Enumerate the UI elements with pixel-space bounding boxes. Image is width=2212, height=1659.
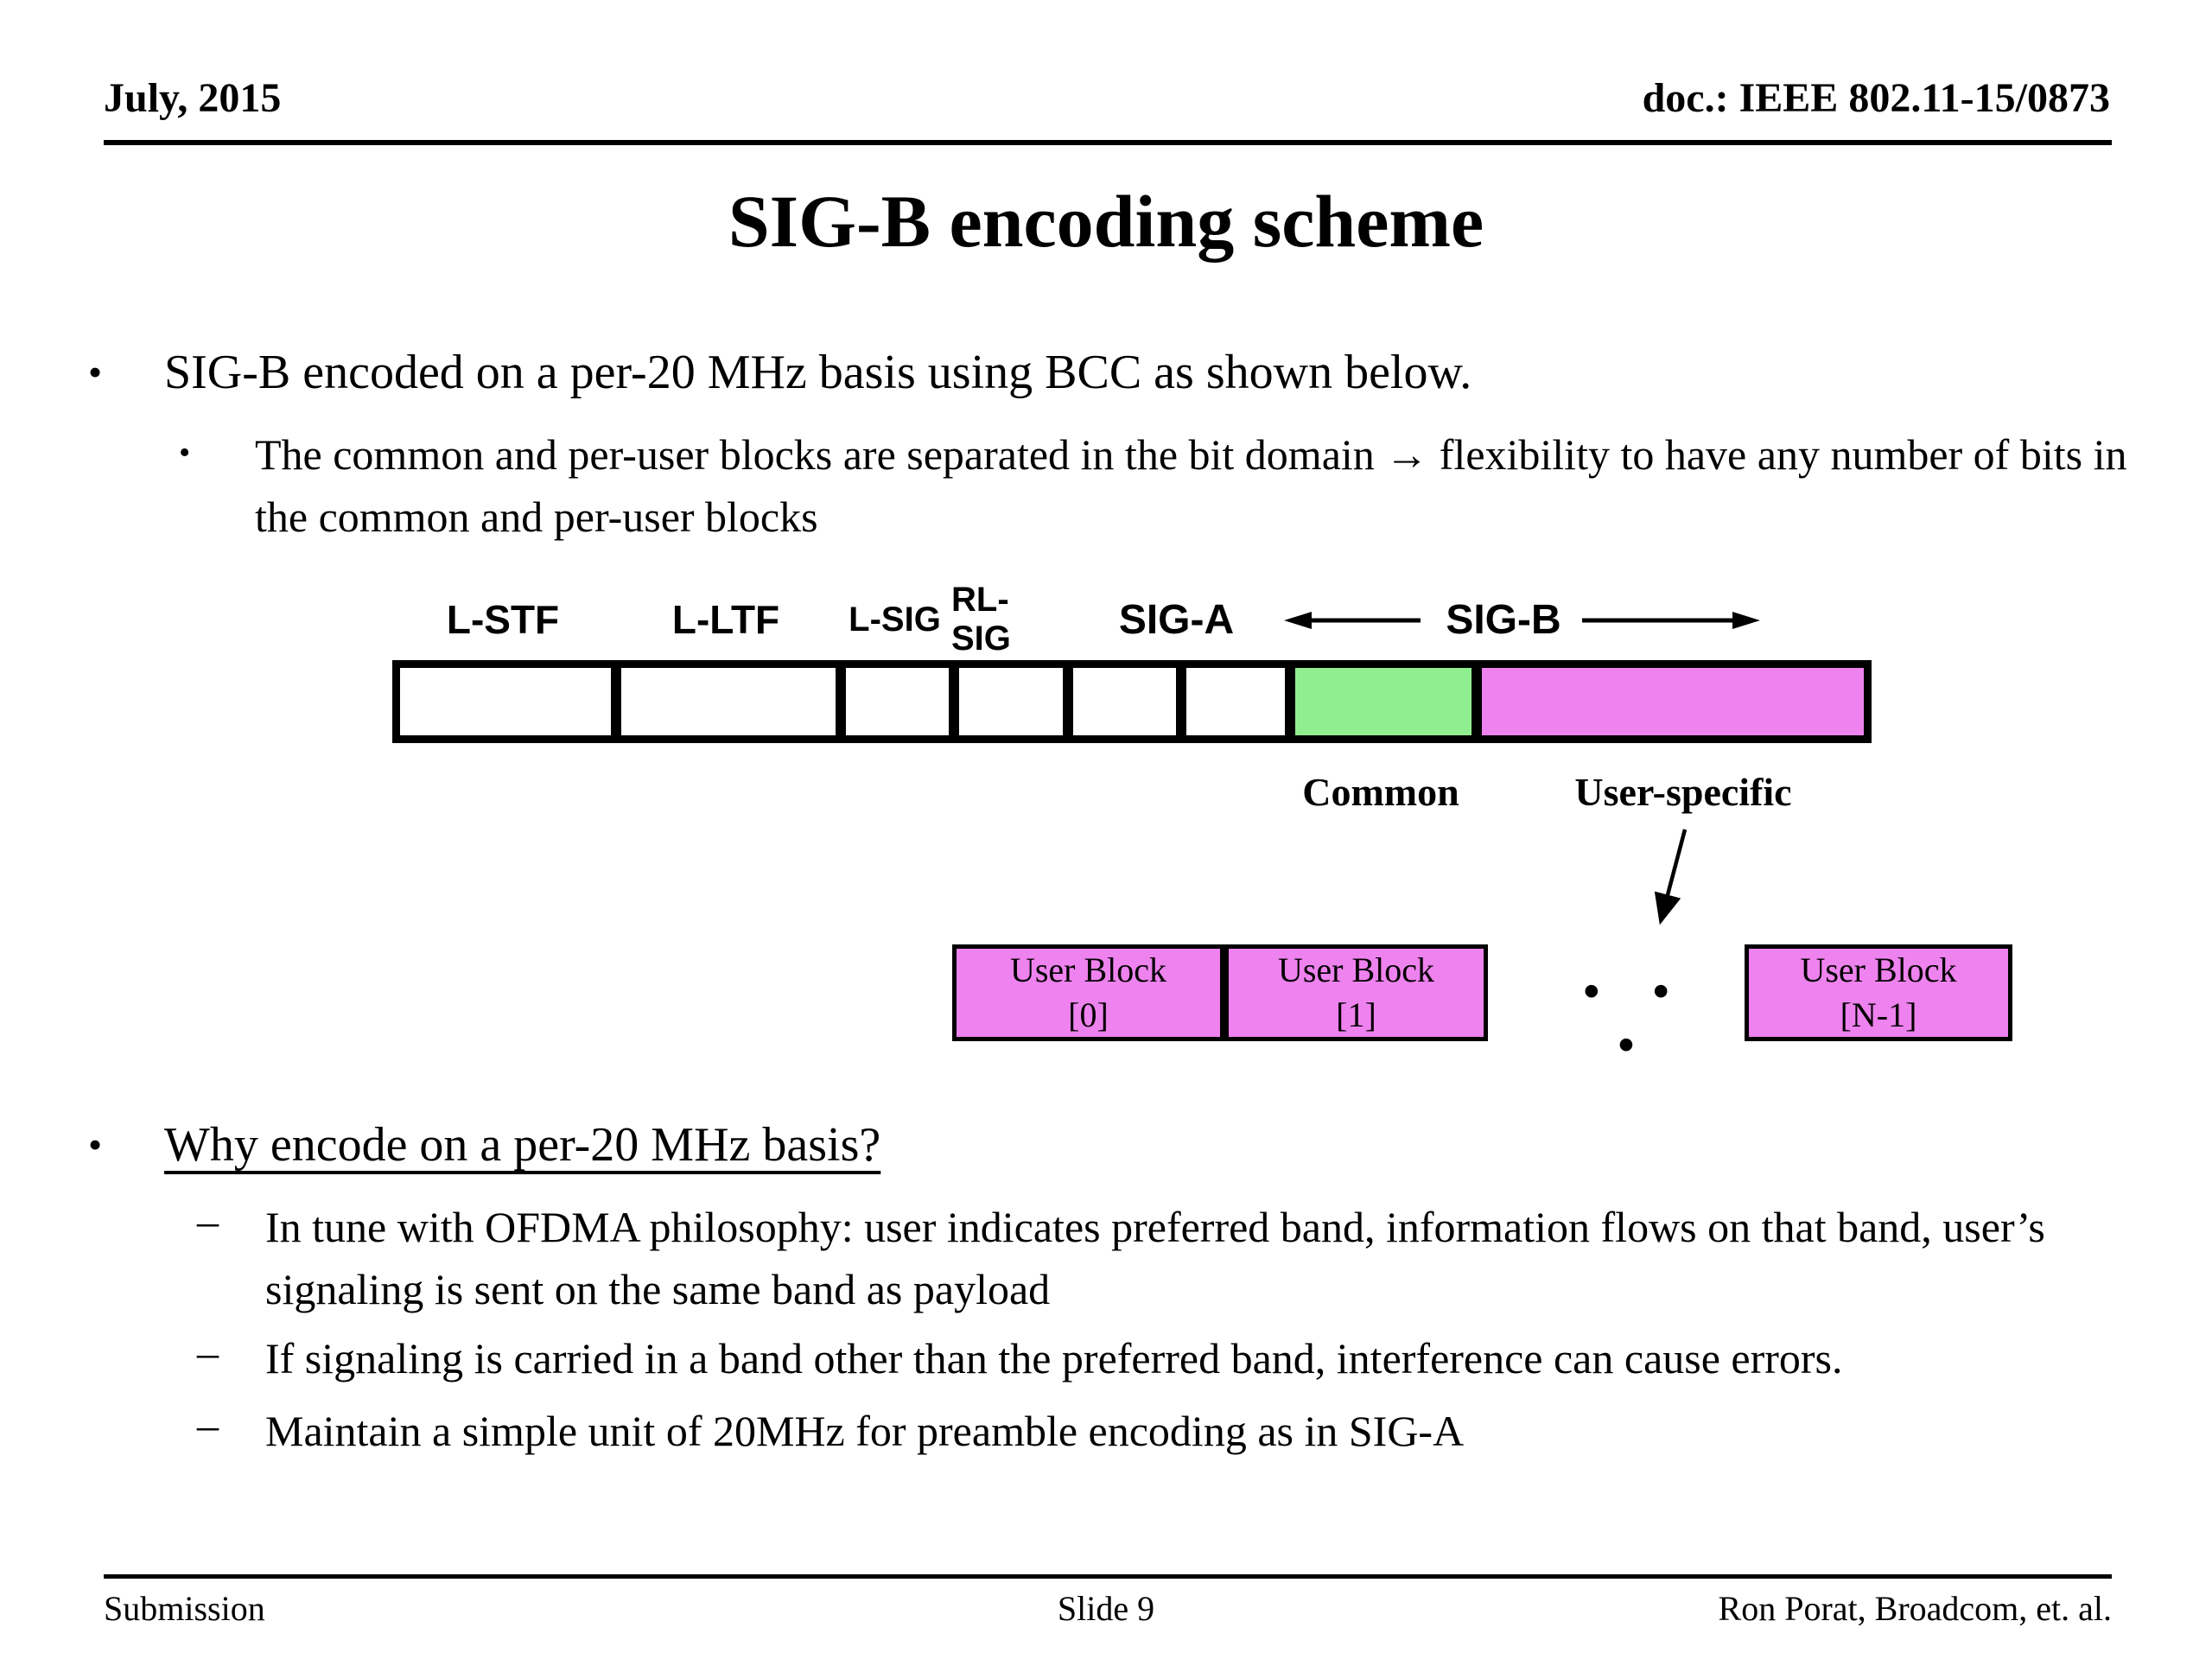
preamble-cell-sig-a1: [1068, 663, 1181, 741]
preamble-cell-l-stf: [395, 663, 616, 741]
preamble-bar: [392, 660, 1872, 743]
user-block-1: User Block [1]: [1224, 944, 1488, 1041]
preamble-cell-sig-a2: [1181, 663, 1290, 741]
label-rl-sig: RL-SIG: [951, 581, 1011, 658]
sub-bullet-marker: •: [179, 435, 191, 471]
preamble-cell-rl-sig: [954, 663, 1068, 741]
footer-submission: Submission: [104, 1589, 265, 1628]
user-block-1-name: User Block: [1277, 950, 1435, 989]
label-sig-b: SIG-B: [1446, 596, 1561, 643]
footer-author: Ron Porat, Broadcom, et. al.: [1718, 1589, 2112, 1628]
common-label: Common: [1302, 770, 1459, 814]
down-arrow-icon: [1654, 829, 1688, 925]
sigb-right-arrow-icon: [1582, 612, 1760, 629]
label-l-ltf: L-LTF: [671, 597, 780, 642]
user-block-0-index: [0]: [1068, 995, 1109, 1034]
sigb-encoding-diagram: L-STF L-LTF L-SIG RL-SIG SIG-A SIG-B Com…: [392, 581, 2077, 1077]
user-block-n-1-name: User Block: [1800, 950, 1957, 989]
page-title: SIG-B encoding scheme: [728, 180, 1484, 263]
label-l-stf: L-STF: [446, 597, 560, 642]
bullet1-text: SIG-B encoded on a per-20 MHz basis usin…: [164, 346, 1472, 399]
sub-bullet-text: The common and per-user blocks are separ…: [255, 430, 2127, 541]
user-block-0-name: User Block: [1009, 950, 1167, 989]
preamble-cell-l-ltf: [616, 663, 841, 741]
user-block-n-1: User Block [N-1]: [1745, 944, 2012, 1041]
header-date: July, 2015: [104, 75, 282, 121]
dash1-marker: –: [197, 1197, 219, 1245]
dash2-text: If signaling is carried in a band other …: [265, 1334, 1843, 1382]
user-block-1-index: [1]: [1336, 995, 1376, 1034]
preamble-cell-sigb-user-specific: [1477, 663, 1869, 741]
sigb-left-arrow-icon: [1284, 612, 1421, 629]
footer-slide-number: Slide 9: [1057, 1589, 1155, 1628]
label-sig-a: SIG-A: [1118, 596, 1235, 643]
bullet2-text: Why encode on a per-20 MHz basis?: [164, 1115, 2134, 1177]
user-block-n-1-index: [N-1]: [1840, 995, 1917, 1034]
bullet2-marker: •: [88, 1122, 103, 1166]
header-rule: [104, 140, 2112, 145]
user-specific-label: User-specific: [1574, 770, 1792, 814]
dash1-text: In tune with OFDMA philosophy: user indi…: [265, 1203, 2045, 1313]
dash3-text: Maintain a simple unit of 20MHz for prea…: [265, 1407, 1465, 1455]
dash2-marker: –: [197, 1328, 219, 1376]
bullet2-underlined-text: Why encode on a per-20 MHz basis?: [164, 1118, 881, 1172]
preamble-cell-l-sig: [841, 663, 954, 741]
user-blocks-ellipsis: • • •: [1583, 965, 1690, 1071]
user-block-0: User Block [0]: [952, 944, 1224, 1041]
bullet1-marker: •: [88, 350, 103, 394]
preamble-cell-sigb-common: [1290, 663, 1477, 741]
dash3-marker: –: [197, 1401, 219, 1449]
header-doc-number: doc.: IEEE 802.11-15/0873: [1642, 75, 2110, 121]
footer-rule: [104, 1574, 2112, 1579]
label-l-sig: L-SIG: [849, 600, 941, 639]
